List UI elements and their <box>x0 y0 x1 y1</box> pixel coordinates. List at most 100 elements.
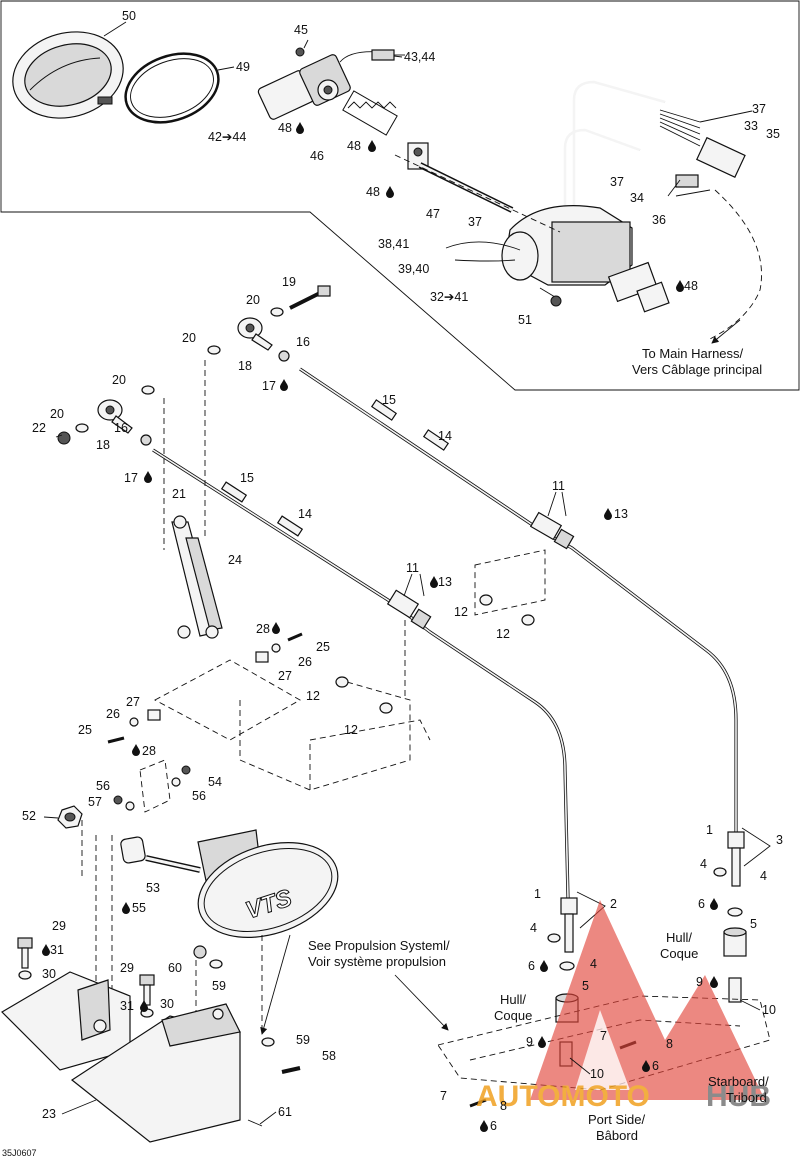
label-35: 35 <box>766 127 780 141</box>
guide-line <box>394 974 449 1031</box>
leader-line <box>741 827 771 867</box>
label-20b: 20 <box>182 331 196 345</box>
label-54: 54 <box>208 775 222 789</box>
label-45: 45 <box>294 23 308 37</box>
label-31b: 31 <box>120 999 134 1013</box>
label-56b: 56 <box>192 789 206 803</box>
label-4b: 4 <box>760 869 767 883</box>
label-30a: 30 <box>42 967 56 981</box>
label-13b: 13 <box>438 575 452 589</box>
label-9a: 9 <box>696 975 703 989</box>
actuator-frame <box>0 0 800 391</box>
label-37b: 37 <box>610 175 624 189</box>
label-10b: 10 <box>590 1067 604 1081</box>
label-29a: 29 <box>52 919 66 933</box>
label-25a: 25 <box>316 640 330 654</box>
actuator-housing <box>501 205 670 313</box>
label-24: 24 <box>228 553 242 567</box>
guide-line <box>707 189 762 341</box>
note-port-1: Port Side/ <box>588 1112 645 1127</box>
part-43-connector <box>371 49 405 61</box>
label-27b: 27 <box>126 695 140 709</box>
label-14a: 14 <box>438 429 452 443</box>
label-30b: 30 <box>160 997 174 1011</box>
label-leaders <box>43 21 761 1125</box>
label-12c: 12 <box>306 689 320 703</box>
label-10a: 10 <box>762 1003 776 1017</box>
cable-sleeve <box>370 399 398 421</box>
label-47: 47 <box>426 207 440 221</box>
label-25b: 25 <box>78 723 92 737</box>
label-20d: 20 <box>50 407 64 421</box>
note-starboard-1: Starboard/ <box>708 1074 769 1089</box>
label-55: 55 <box>132 901 146 915</box>
label-6c: 6 <box>652 1059 659 1073</box>
label-12a: 12 <box>454 605 468 619</box>
leader-line <box>547 491 567 517</box>
diagram-code: 35J0607 <box>2 1148 37 1158</box>
label-12b: 12 <box>496 627 510 641</box>
label-4d: 4 <box>590 957 597 971</box>
label-32-41: 32➔41 <box>430 290 468 304</box>
label-27a: 27 <box>278 669 292 683</box>
note-propulsion-fr: Voir système propulsion <box>308 954 446 969</box>
label-13a: 13 <box>614 507 628 521</box>
guide-line <box>154 659 301 741</box>
label-48d: 48 <box>684 279 698 293</box>
label-36: 36 <box>652 213 666 227</box>
label-59b: 59 <box>296 1033 310 1047</box>
label-19: 19 <box>282 275 296 289</box>
label-57: 57 <box>88 795 102 809</box>
label-4c: 4 <box>530 921 537 935</box>
label-56a: 56 <box>96 779 110 793</box>
part-23-mounting-bracket <box>1 971 241 1143</box>
bracket-fasteners <box>107 632 303 744</box>
label-9b: 9 <box>526 1035 533 1049</box>
label-48a: 48 <box>278 121 292 135</box>
label-8a: 8 <box>666 1037 673 1051</box>
guide-line <box>474 549 546 616</box>
watermark-logo: AUTOMOTO HUB <box>476 900 771 1113</box>
label-28b: 28 <box>142 744 156 758</box>
label-7b: 7 <box>440 1089 447 1103</box>
note-hull-right-1: Hull/ <box>666 930 692 945</box>
label-6b: 6 <box>528 959 535 973</box>
label-6a: 6 <box>698 897 705 911</box>
label-46: 46 <box>310 149 324 163</box>
label-37a: 37 <box>752 102 766 116</box>
note-starboard-2: Tribord <box>726 1090 767 1105</box>
part-47-shaft <box>407 142 514 213</box>
watermark-text-2: HUB <box>706 1080 771 1113</box>
label-39-40: 39,40 <box>398 262 429 276</box>
part-51-screw <box>550 295 562 307</box>
label-31a: 31 <box>50 943 64 957</box>
label-20a: 20 <box>246 293 260 307</box>
part-37-wires <box>445 241 521 262</box>
label-26b: 26 <box>106 707 120 721</box>
label-28a: 28 <box>256 622 270 636</box>
part-42-motor <box>257 51 381 120</box>
part-labels: 50 49 45 43,44 42➔44 48 46 48 48 47 37 3… <box>22 9 783 1133</box>
console-bracket <box>309 719 431 790</box>
part-19-bolt <box>289 285 331 310</box>
part-18-ball-joint-lower <box>97 399 133 434</box>
label-60: 60 <box>168 961 182 975</box>
label-5b: 5 <box>582 979 589 993</box>
part-56-plate <box>113 759 191 813</box>
leader-line <box>403 573 425 597</box>
label-8b: 8 <box>500 1099 507 1113</box>
label-16b: 16 <box>114 421 128 435</box>
label-4a: 4 <box>700 857 707 871</box>
part-18-ball-joint-upper <box>237 317 273 351</box>
cable-sleeve <box>422 429 450 451</box>
label-17a: 17 <box>262 379 276 393</box>
steering-cable-port <box>152 448 578 953</box>
label-53: 53 <box>146 881 160 895</box>
label-1b: 1 <box>534 887 541 901</box>
note-hull-left-1: Hull/ <box>500 992 526 1007</box>
label-37c: 37 <box>468 215 482 229</box>
leader-line <box>576 891 606 929</box>
label-22: 22 <box>32 421 46 435</box>
guide-line <box>394 154 561 233</box>
label-12d: 12 <box>344 723 358 737</box>
